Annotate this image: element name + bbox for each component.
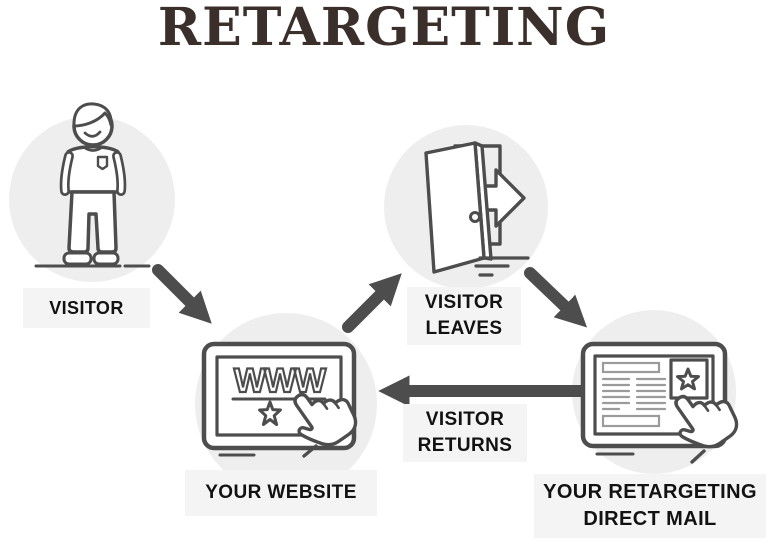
visitor-label: VISITOR xyxy=(23,288,150,328)
label-line: VISITOR xyxy=(424,292,504,314)
arrow-website-to-leaves xyxy=(342,273,402,333)
website-browser-icon: WWW xyxy=(201,341,358,458)
label-line: YOUR WEBSITE xyxy=(205,482,357,504)
person-icon xyxy=(34,102,151,268)
retargeting-direct-mail-label: YOUR RETARGETING DIRECT MAIL xyxy=(534,474,766,538)
label-line: LEAVES xyxy=(425,318,503,339)
door-exit-icon xyxy=(424,141,530,277)
label-line: VISITOR xyxy=(49,297,124,318)
arrow-leaves-to-mail xyxy=(524,267,588,328)
label-line: RETURNS xyxy=(417,435,513,456)
label-line: YOUR RETARGETING xyxy=(543,481,757,503)
arrow-visitor-to-website xyxy=(152,264,212,324)
label-line: DIRECT MAIL xyxy=(583,508,717,530)
direct-mail-icon xyxy=(580,341,739,464)
visitor-leaves-label: VISITOR LEAVES xyxy=(407,287,521,345)
label-line: VISITOR xyxy=(425,409,505,431)
www-text: WWW xyxy=(234,362,327,400)
your-website-label: YOUR WEBSITE xyxy=(185,470,377,516)
diagram-title: RETARGETING xyxy=(157,0,611,58)
visitor-returns-label: VISITOR RETURNS xyxy=(403,404,527,462)
